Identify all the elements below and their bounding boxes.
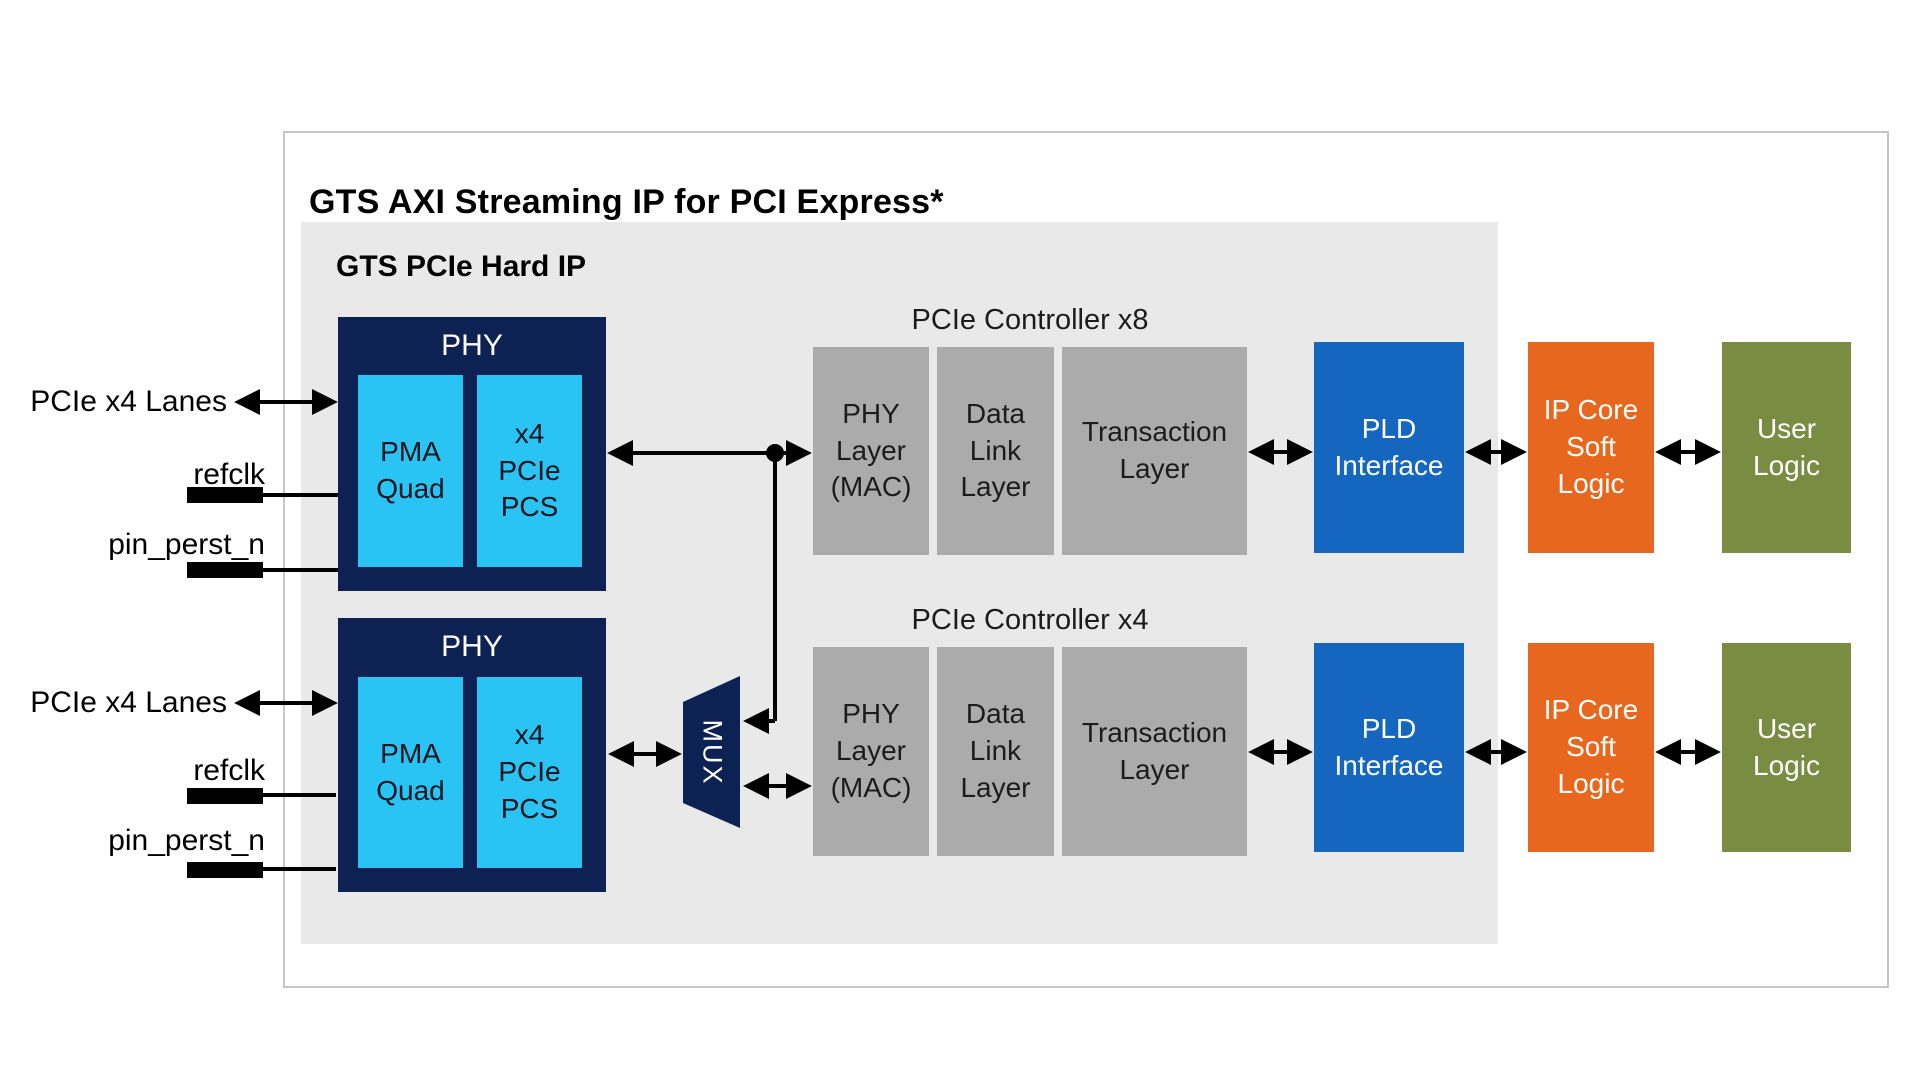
port-label-lanes-top: PCIe x4 Lanes bbox=[30, 385, 227, 418]
phy-block-top: PHY PMA Quad x4 PCIe PCS bbox=[338, 317, 606, 591]
data-link-layer-x8: Data Link Layer bbox=[937, 347, 1054, 555]
pma-quad-bottom: PMA Quad bbox=[358, 677, 463, 868]
hard-ip-title: GTS PCIe Hard IP bbox=[336, 250, 587, 283]
ip-core-soft-logic-x8: IP Core Soft Logic bbox=[1528, 342, 1654, 553]
pma-quad-top: PMA Quad bbox=[358, 375, 463, 567]
perst-terminator-bottom bbox=[187, 862, 263, 878]
user-logic-x4: User Logic bbox=[1722, 643, 1851, 852]
x4-pcie-pcs-bottom: x4 PCIe PCS bbox=[477, 677, 582, 868]
mux-block: MUX bbox=[683, 677, 740, 828]
port-label-refclk-top: refclk bbox=[193, 458, 265, 491]
diagram-title: GTS AXI Streaming IP for PCI Express* bbox=[309, 183, 944, 221]
data-link-layer-x4: Data Link Layer bbox=[937, 647, 1054, 856]
controller-x4-title: PCIe Controller x4 bbox=[911, 604, 1149, 636]
port-label-perst-bottom: pin_perst_n bbox=[108, 824, 265, 857]
port-label-refclk-bottom: refclk bbox=[193, 754, 265, 787]
port-label-lanes-bottom: PCIe x4 Lanes bbox=[30, 686, 227, 719]
transaction-layer-x8: Transaction Layer bbox=[1062, 347, 1247, 555]
refclk-terminator-bottom bbox=[187, 788, 263, 804]
perst-terminator-top bbox=[187, 562, 263, 578]
phy-header-bottom: PHY bbox=[441, 630, 503, 663]
controller-x8-title: PCIe Controller x8 bbox=[911, 304, 1149, 336]
x4-pcie-pcs-top: x4 PCIe PCS bbox=[477, 375, 582, 567]
phy-layer-mac-x8: PHY Layer (MAC) bbox=[813, 347, 929, 555]
transaction-layer-x4: Transaction Layer bbox=[1062, 647, 1247, 856]
ip-core-soft-logic-x4: IP Core Soft Logic bbox=[1528, 643, 1654, 852]
user-logic-x8: User Logic bbox=[1722, 342, 1851, 553]
phy-layer-mac-x4: PHY Layer (MAC) bbox=[813, 647, 929, 856]
phy-block-bottom: PHY PMA Quad x4 PCIe PCS bbox=[338, 618, 606, 892]
mux-label: MUX bbox=[697, 719, 727, 786]
pld-interface-x8: PLD Interface bbox=[1314, 342, 1464, 553]
port-label-perst-top: pin_perst_n bbox=[108, 528, 265, 561]
phy-header-top: PHY bbox=[441, 329, 503, 362]
pld-interface-x4: PLD Interface bbox=[1314, 643, 1464, 852]
